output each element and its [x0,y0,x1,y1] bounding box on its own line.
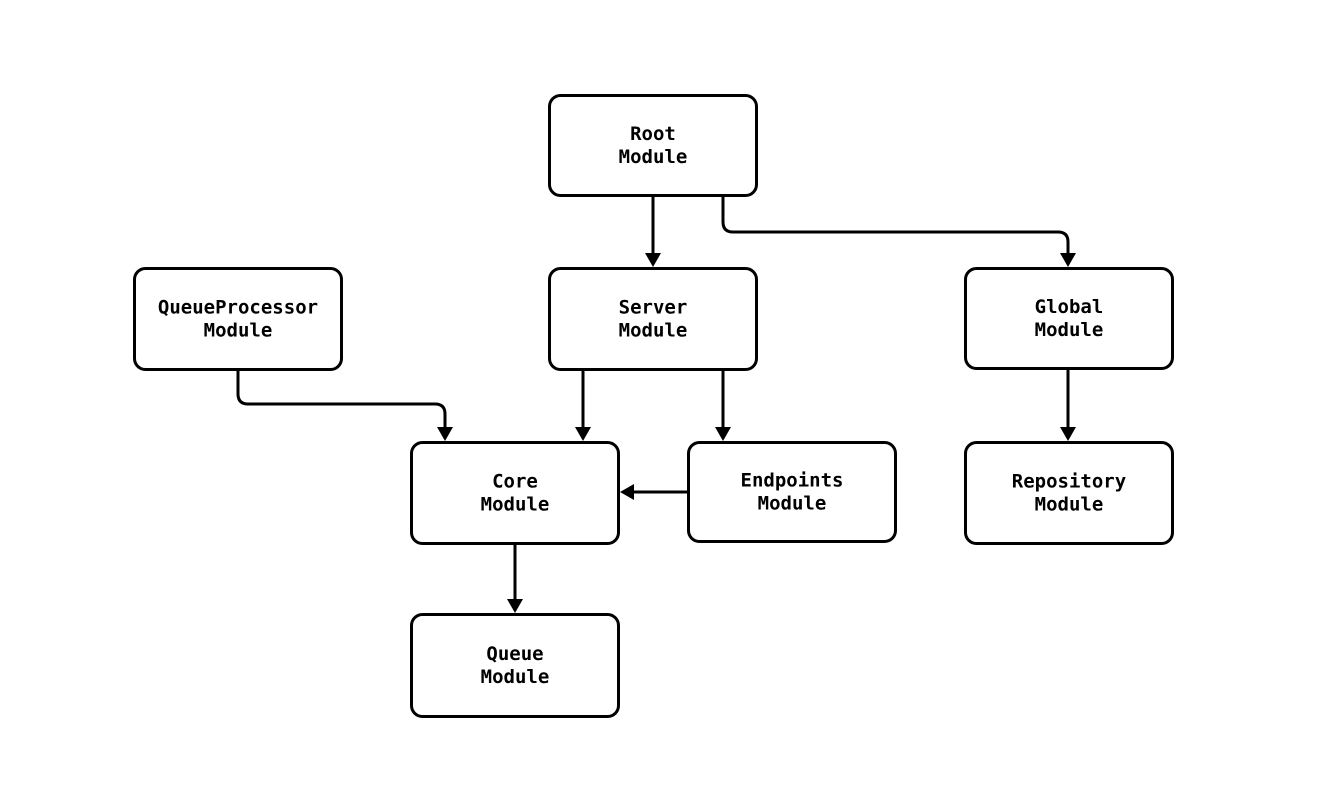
node-box[interactable] [133,267,343,371]
node-label-secondary: Module [481,494,550,516]
arrowhead-icon [645,253,661,267]
node-label-primary: Repository [1012,471,1126,493]
node-box[interactable] [964,441,1174,545]
edge-endpoints-to-core [620,484,687,500]
arrowhead-icon [1060,427,1076,441]
node-label-secondary: Module [1035,494,1104,516]
edge-server-to-endpoints [715,371,731,441]
nodes-layer: RootModuleQueueProcessorModuleServerModu… [133,94,1174,718]
edge-line [721,197,1070,253]
node-box[interactable] [548,267,758,371]
node-label-secondary: Module [758,493,827,515]
node-box[interactable] [410,441,620,545]
edge-server-to-core [575,371,591,441]
node-label-secondary: Module [1035,319,1104,341]
node-label-secondary: Module [619,320,688,342]
node-label-primary: Global [1035,296,1104,318]
edge-root-to-global [721,197,1076,267]
arrowhead-icon [437,427,453,441]
node-box[interactable] [548,94,758,197]
node-label-secondary: Module [619,146,688,168]
edge-root-to-server [645,197,661,267]
node-label-primary: Server [619,297,688,319]
arrowhead-icon [620,484,634,500]
node-label-secondary: Module [204,320,273,342]
node-label-primary: QueueProcessor [158,297,318,319]
edge-line [236,371,447,427]
edge-core-to-queue [507,545,523,613]
node-box[interactable] [964,267,1174,370]
arrowhead-icon [1060,253,1076,267]
node-box[interactable] [410,613,620,718]
arrowhead-icon [507,599,523,613]
node-label-secondary: Module [481,666,550,688]
node-box[interactable] [687,441,897,543]
node-label-primary: Endpoints [741,470,844,492]
arrowhead-icon [575,427,591,441]
edges-layer [236,197,1076,613]
arrowhead-icon [715,427,731,441]
edge-queueprocessor-to-core [236,371,453,441]
node-label-primary: Root [630,123,676,145]
node-label-primary: Core [492,471,538,493]
edge-global-to-repository [1060,370,1076,441]
node-label-primary: Queue [486,643,543,665]
